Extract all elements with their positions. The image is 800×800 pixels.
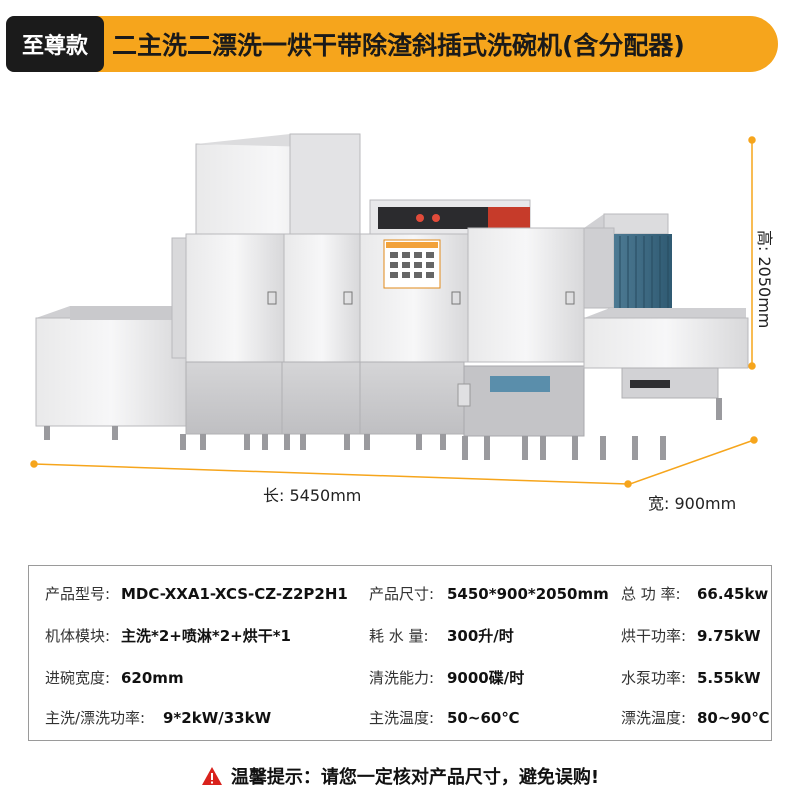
spec-row: 进碗宽度: 620mm 清洗能力: 9000碟/时 水泵功率: 5.55kW bbox=[29, 656, 771, 700]
spec-value: 5450*900*2050mm bbox=[447, 585, 609, 603]
edition-badge: 至尊款 bbox=[6, 16, 104, 72]
spec-value: 80~90℃ bbox=[697, 709, 770, 727]
spec-label: 进碗宽度: bbox=[45, 669, 111, 687]
spec-label: 产品尺寸: bbox=[369, 585, 435, 603]
spec-label: 主洗/漂洗功率: bbox=[45, 709, 146, 727]
spec-value: 5.55kW bbox=[697, 669, 761, 687]
spec-row: 产品型号: MDC-XXA1-XCS-CZ-Z2P2H1 产品尺寸: 5450*… bbox=[29, 572, 771, 616]
dishwasher-illustration bbox=[30, 133, 758, 488]
spec-label: 清洗能力: bbox=[369, 669, 435, 687]
spec-value: 9*2kW/33kW bbox=[163, 709, 272, 727]
spec-label: 烘干功率: bbox=[621, 627, 687, 645]
warning-triangle-icon bbox=[201, 766, 223, 786]
height-dimension-label: 高: 2050mm bbox=[755, 230, 774, 329]
spec-label: 耗 水 量: bbox=[369, 627, 429, 645]
spec-value: 9.75kW bbox=[697, 627, 761, 645]
load-table bbox=[35, 306, 187, 427]
product-title: 二主洗二漂洗一烘干带除渣斜插式洗碗机(含分配器) bbox=[112, 31, 685, 60]
spec-table: 产品型号: MDC-XXA1-XCS-CZ-Z2P2H1 产品尺寸: 5450*… bbox=[28, 565, 772, 741]
dryer-section bbox=[583, 213, 749, 399]
wash-modules bbox=[171, 227, 585, 363]
spec-label: 产品型号: bbox=[45, 585, 111, 603]
length-dimension: 长: 5450mm bbox=[263, 486, 362, 505]
exhaust-hood bbox=[195, 133, 361, 241]
spec-label: 主洗温度: bbox=[369, 709, 435, 727]
spec-value: 66.45kw bbox=[697, 585, 769, 603]
machine-legs bbox=[44, 398, 722, 460]
spec-label: 总 功 率: bbox=[621, 585, 681, 603]
spec-value: 主洗*2+喷淋*2+烘干*1 bbox=[121, 627, 291, 645]
width-dimension: 宽: 900mm bbox=[648, 494, 737, 513]
spec-label: 漂洗温度: bbox=[621, 709, 687, 727]
spec-value: MDC-XXA1-XCS-CZ-Z2P2H1 bbox=[121, 585, 348, 603]
spec-value: 620mm bbox=[121, 669, 184, 687]
spec-label: 水泵功率: bbox=[621, 669, 687, 687]
spec-row: 机体模块: 主洗*2+喷淋*2+烘干*1 耗 水 量: 300升/时 烘干功率:… bbox=[29, 614, 771, 658]
spec-label: 机体模块: bbox=[45, 627, 111, 645]
spec-value: 9000碟/时 bbox=[447, 669, 525, 687]
height-dimension: 高: 2050mm bbox=[754, 230, 778, 328]
title-banner bbox=[6, 16, 778, 72]
lower-cabinets bbox=[185, 361, 585, 437]
spec-value: 50~60℃ bbox=[447, 709, 520, 727]
spec-row: 主洗/漂洗功率: 9*2kW/33kW 主洗温度: 50~60℃ 漂洗温度: 8… bbox=[29, 696, 771, 740]
spec-value: 300升/时 bbox=[447, 627, 514, 645]
warning-text: 温馨提示：请您一定核对产品尺寸，避免误购! bbox=[230, 767, 600, 788]
purchase-warning: 温馨提示：请您一定核对产品尺寸，避免误购! bbox=[0, 756, 800, 796]
dimension-lines bbox=[30, 136, 758, 488]
